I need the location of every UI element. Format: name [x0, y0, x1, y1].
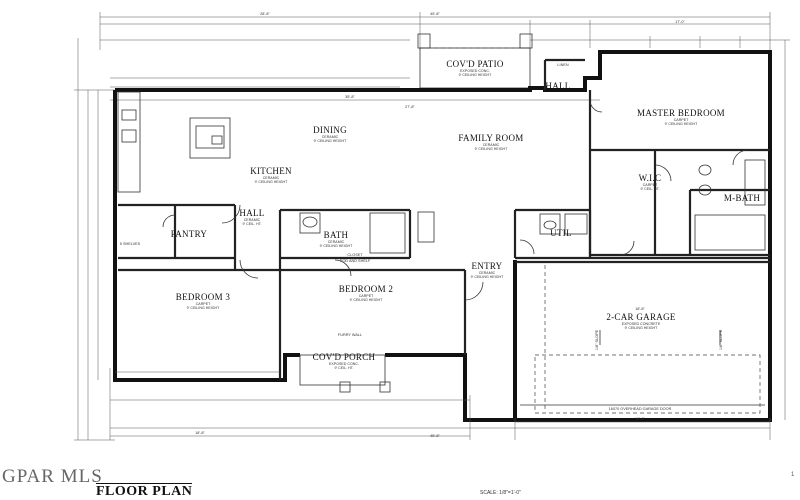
top-dimension-lines — [99, 12, 771, 101]
page-number: 1 — [791, 472, 795, 478]
plan-title: FLOOR PLAN — [96, 483, 193, 499]
dimension-family-width: 27'-8" — [405, 105, 415, 109]
room-garage-ceiling: 9' CEILING HEIGHT — [625, 326, 658, 330]
room-master-bedroom: MASTER BEDROOM — [637, 108, 725, 118]
room-entry-floor: CERAMIC — [479, 271, 496, 275]
room-cov-patio: COV'D PATIO — [446, 59, 504, 69]
room-hall-mid: HALL — [239, 208, 264, 218]
room-master-bedroom-ceiling: 9' CEILING HEIGHT — [665, 122, 698, 126]
dimension-bottom-left: 18'-8" — [195, 431, 205, 435]
dimension-bottom-right: 16'-0" — [635, 417, 645, 421]
exterior-walls — [113, 50, 772, 422]
room-bath: BATH — [324, 230, 349, 240]
room-wic-floor: CARPET — [643, 183, 658, 187]
room-cov-patio-floor: EXPOSED CONC. — [460, 69, 490, 73]
room-util: UTIL — [550, 228, 572, 238]
room-entry: ENTRY — [471, 261, 502, 271]
room-cov-porch: COV'D PORCH — [313, 352, 376, 362]
plan-footer: GPAR MLS FLOOR PLAN SCALE: 1/8"=1'-0" 1 — [0, 462, 800, 500]
room-pantry: PANTRY — [171, 229, 208, 239]
room-bedroom2-ceiling: 9' CEILING HEIGHT — [350, 298, 383, 302]
note-linen: LINEN — [557, 63, 568, 67]
room-garage: 2-CAR GARAGE — [606, 312, 676, 322]
room-family-ceiling: 9' CEILING HEIGHT — [475, 147, 508, 151]
room-family-floor: CERAMIC — [483, 143, 500, 147]
room-cov-patio-ceiling: 9' CEILING HEIGHT — [459, 73, 492, 77]
room-bedroom2-floor: CARPET — [359, 294, 374, 298]
dimension-top-right: 17'-0" — [675, 20, 685, 24]
room-dining-floor: CERAMIC — [322, 135, 339, 139]
note-slope-left: 1/8" SLOPE — [595, 329, 599, 350]
dimension-dining-width: 35'-8" — [345, 95, 355, 99]
left-dimension-lines — [74, 38, 790, 441]
room-kitchen: KITCHEN — [250, 166, 292, 176]
porch-outline — [299, 354, 391, 393]
room-wic: W.I.C — [639, 173, 662, 183]
room-bath-ceiling: 9' CEILING HEIGHT — [320, 244, 353, 248]
plan-scale: SCALE: 1/8"=1'-0" — [480, 490, 521, 496]
room-dining: DINING — [313, 125, 347, 135]
room-hall-mid-floor: CERAMIC — [244, 218, 261, 222]
garage-details — [520, 265, 765, 414]
room-wic-ceiling: 9' CEIL. HT. — [640, 187, 659, 191]
room-hall-mid-ceiling: 9' CEIL. HT. — [242, 222, 261, 226]
room-bedroom3-floor: CARPET — [196, 302, 211, 306]
dimension-top-left: 28'-8" — [260, 12, 270, 16]
room-cov-porch-floor: EXPOSED CONC. — [329, 362, 359, 366]
kitchen-fixtures — [117, 91, 231, 193]
room-mbath: M-BATH — [724, 193, 761, 203]
dimension-garage-width: 18'-8" — [635, 307, 645, 311]
note-garage-door: 16070 OVERHEAD GARAGE DOOR — [609, 407, 672, 411]
room-hall-top: HALL — [545, 81, 570, 91]
room-kitchen-floor: CERAMIC — [263, 176, 280, 180]
watermark: GPAR MLS — [2, 466, 103, 487]
room-kitchen-ceiling: 9' CEILING HEIGHT — [255, 180, 288, 184]
note-slope-right: 1/8" SLOPE — [719, 329, 723, 350]
bath-fixtures — [299, 159, 766, 254]
room-bedroom2: BEDROOM 2 — [339, 284, 393, 294]
room-garage-floor: EXPOSED CONCRETE — [622, 322, 661, 326]
room-cov-porch-ceiling: 9' CEIL. HT. — [334, 366, 353, 370]
room-family: FAMILY ROOM — [458, 133, 523, 143]
room-bath-floor: CERAMIC — [328, 240, 345, 244]
dimension-bottom-total: 45'-8" — [430, 434, 440, 438]
note-shelves: 5 SHELVES — [120, 242, 141, 246]
note-rod-shelf: ROD AND SHELF — [340, 259, 371, 263]
dimension-top-total: 45'-8" — [430, 12, 440, 16]
room-entry-ceiling: 9' CEILING HEIGHT — [471, 275, 504, 279]
room-master-bedroom-floor: CARPET — [674, 118, 689, 122]
interior-walls — [118, 58, 770, 380]
room-bedroom3-ceiling: 9' CEILING HEIGHT — [187, 306, 220, 310]
note-closet: CLOSET — [347, 253, 363, 257]
room-dining-ceiling: 9' CEILING HEIGHT — [314, 139, 347, 143]
bottom-dimension-lines — [109, 368, 771, 440]
room-bedroom3: BEDROOM 3 — [176, 292, 231, 302]
note-furry-wall: FURRY WALL — [338, 333, 362, 337]
door-swings — [162, 99, 749, 301]
